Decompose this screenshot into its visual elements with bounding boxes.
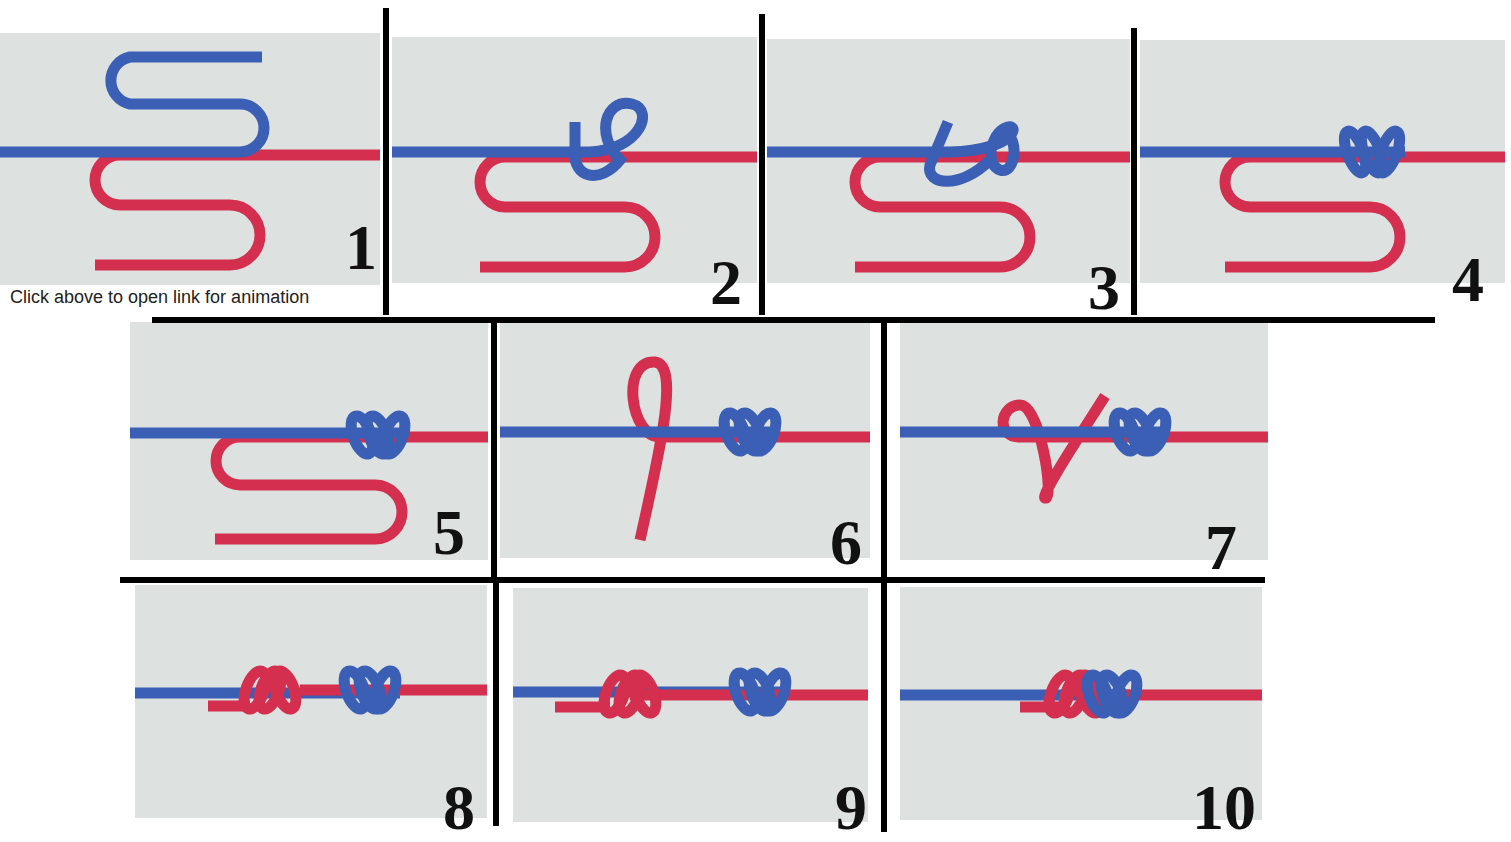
step-number: 10 [1192,776,1256,840]
step-number: 3 [1088,256,1120,320]
step-number: 5 [433,501,465,565]
step-number: 1 [345,216,377,280]
step-number: 2 [710,251,742,315]
step-number: 6 [830,511,862,575]
animation-note: Click above to open link for animation [10,287,309,309]
grid-lines [120,8,1435,832]
step-number: 8 [443,776,475,840]
step-number: 9 [835,776,867,840]
step-number: 7 [1205,516,1237,580]
ropes [0,57,1505,716]
photo-panels [0,33,1505,822]
step-number: 4 [1452,248,1484,312]
